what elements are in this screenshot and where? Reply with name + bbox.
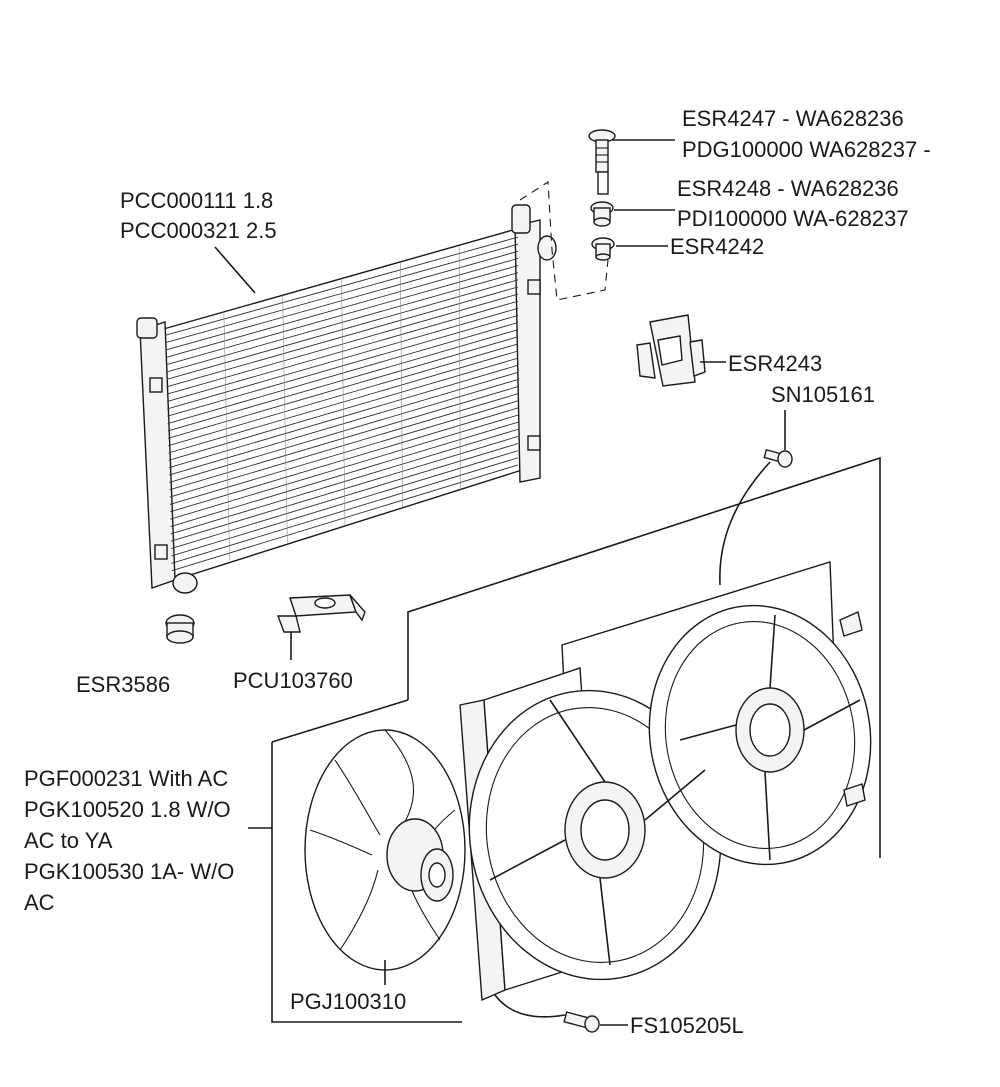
label-radiator-line-2: PCC000321 2.5 xyxy=(120,218,277,243)
label-radiator: PCC000111 1.8 PCC000321 2.5 xyxy=(120,188,277,243)
label-fan-assembly-line-3: AC to YA xyxy=(24,828,113,853)
label-esr3586: ESR3586 xyxy=(76,672,170,697)
label-esr4247: ESR4247 - WA628236 PDG100000 WA628237 - xyxy=(682,106,931,162)
radiator-tubes xyxy=(223,246,461,561)
esr4248-grommet xyxy=(590,201,614,227)
label-pgj100310: PGJ100310 xyxy=(290,989,406,1014)
label-esr4247-line-2: PDG100000 WA628237 - xyxy=(682,137,931,162)
dashed-guide xyxy=(519,181,609,301)
label-fan-assembly-line-4: PGK100530 1A- W/O xyxy=(24,859,234,884)
label-esr4242: ESR4242 xyxy=(670,234,764,259)
label-fs105205l: FS105205L xyxy=(630,1013,744,1038)
esr4243-clip xyxy=(636,314,706,387)
label-fan-assembly-line-5: AC xyxy=(24,890,55,915)
label-fan-assembly-line-2: PGK100520 1.8 W/O xyxy=(24,797,231,822)
label-esr4248-line-2: PDI100000 WA-628237 xyxy=(677,206,909,231)
label-esr4243: ESR4243 xyxy=(728,351,822,376)
label-fan-assembly: PGF000231 With AC PGK100520 1.8 W/O AC t… xyxy=(24,766,234,915)
fan-blade xyxy=(304,729,466,971)
label-sn105161: SN105161 xyxy=(771,382,875,407)
label-esr4247-line-1: ESR4247 - WA628236 xyxy=(682,106,904,131)
esr4247-bolt xyxy=(588,129,616,195)
label-esr4248: ESR4248 - WA628236 PDI100000 WA-628237 xyxy=(677,176,909,231)
label-esr4248-line-1: ESR4248 - WA628236 xyxy=(677,176,899,201)
fan-assembly-frame xyxy=(407,456,881,858)
fs105205l-bolt xyxy=(563,1011,600,1033)
fan-shroud xyxy=(459,561,872,1002)
label-radiator-line-1: PCC000111 1.8 xyxy=(120,188,273,213)
esr4242-grommet xyxy=(591,237,615,261)
label-fan-assembly-line-1: PGF000231 With AC xyxy=(24,766,228,791)
sn105161-screw xyxy=(763,448,793,468)
esr3586-plug xyxy=(165,614,195,644)
pcu103760-bracket xyxy=(276,594,366,633)
radiator xyxy=(136,204,557,594)
label-pcu103760: PCU103760 xyxy=(233,668,353,693)
